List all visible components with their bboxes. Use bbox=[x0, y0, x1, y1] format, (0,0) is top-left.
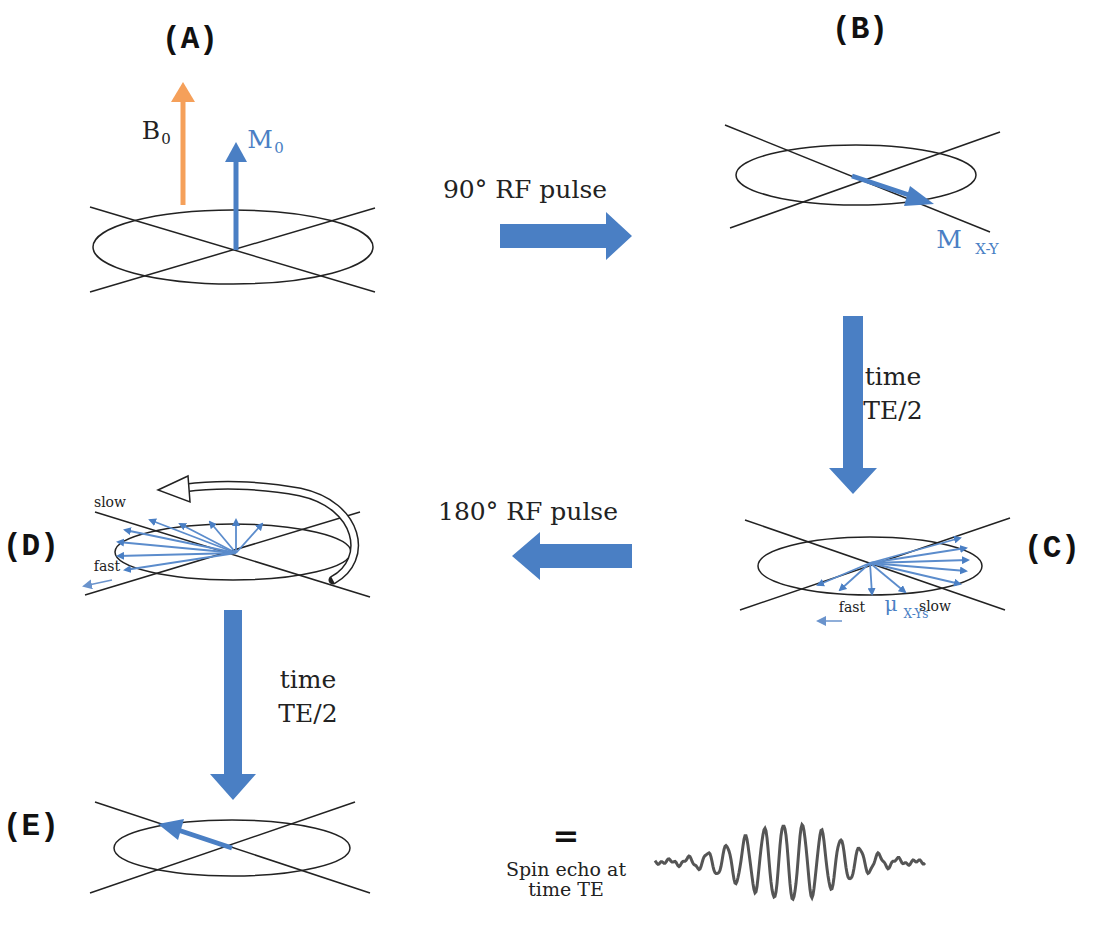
subscript: 0 bbox=[274, 141, 284, 157]
panel-letter: (C) bbox=[1024, 533, 1080, 566]
spin-speed: fast bbox=[94, 559, 120, 574]
step-label: 180° RF pulse bbox=[438, 499, 618, 525]
panel-letter: (A) bbox=[162, 24, 218, 57]
panel-letter: (E) bbox=[3, 811, 59, 844]
echo-signal bbox=[655, 825, 925, 899]
plane-outlines bbox=[85, 125, 1010, 893]
magnetization-symbol: M bbox=[247, 127, 273, 153]
result-label: Spin echo at time TE bbox=[491, 860, 641, 900]
echo-waveform bbox=[655, 825, 925, 899]
magnetization-symbol: M bbox=[936, 227, 962, 253]
spin-symbol: μ bbox=[885, 594, 898, 615]
subscript: X-Y bbox=[975, 242, 998, 258]
step-label: time bbox=[865, 364, 922, 390]
equals-sign: = bbox=[553, 820, 580, 854]
step-label: time bbox=[280, 667, 337, 693]
panel-letter: (B) bbox=[832, 14, 888, 47]
subscript: 0 bbox=[161, 132, 171, 148]
step-label: TE/2 bbox=[278, 701, 337, 727]
spin-speed: slow bbox=[94, 495, 126, 510]
process-arrows bbox=[210, 212, 877, 800]
panel-letter: (D) bbox=[3, 531, 59, 564]
spin-speed: fast bbox=[839, 600, 865, 615]
step-label: 90° RF pulse bbox=[443, 177, 607, 203]
step-label: TE/2 bbox=[863, 398, 922, 424]
field-symbol: B bbox=[142, 118, 160, 144]
spin-speed: slow bbox=[919, 599, 951, 614]
